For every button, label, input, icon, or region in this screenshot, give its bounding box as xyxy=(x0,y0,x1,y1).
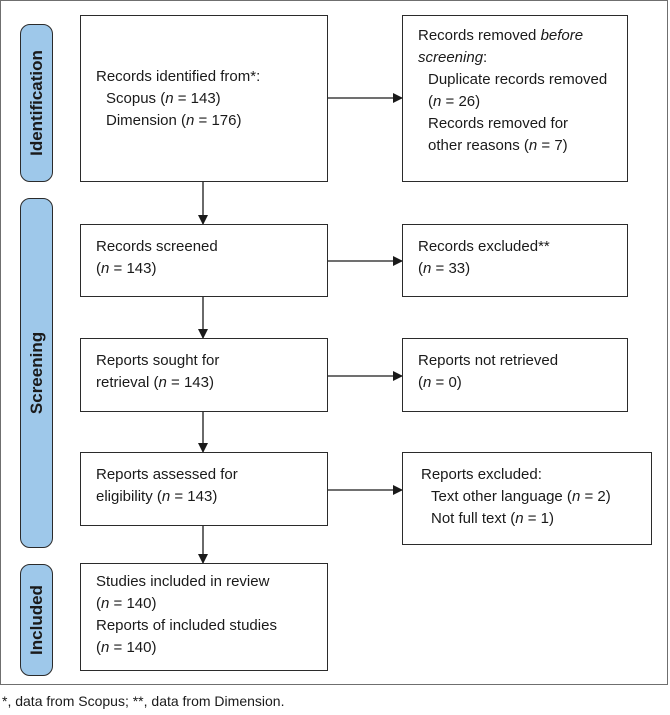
phase-identification-label: Identification xyxy=(26,50,46,156)
phase-identification: Identification xyxy=(20,24,53,182)
reports-excluded-box: Reports excluded: Text other language (n… xyxy=(402,452,652,545)
records-removed-title: Records removed before xyxy=(418,27,584,44)
records-removed-box: Records removed before screening: Duplic… xyxy=(402,15,628,182)
phase-included-label: Included xyxy=(26,585,46,655)
reports-not-retrieved-box: Reports not retrieved (n = 0) xyxy=(402,338,628,412)
records-identified-box: Records identified from*: Scopus (n = 14… xyxy=(80,15,328,182)
reports-sought-box: Reports sought for retrieval (n = 143) xyxy=(80,338,328,412)
reports-assessed-box: Reports assessed for eligibility (n = 14… xyxy=(80,452,328,526)
footnote: *, data from Scopus; **, data from Dimen… xyxy=(2,693,285,709)
duplicates-removed: Duplicate records removed xyxy=(428,71,608,88)
phase-screening-label: Screening xyxy=(26,331,46,415)
phase-included: Included xyxy=(20,564,53,676)
records-screened-box: Records screened (n = 143) xyxy=(80,224,328,297)
records-excluded-box: Records excluded** (n = 33) xyxy=(402,224,628,297)
records-identified-title: Records identified from*: xyxy=(96,68,261,85)
studies-included-box: Studies included in review (n = 140) Rep… xyxy=(80,563,328,671)
diagram-frame xyxy=(0,0,668,685)
phase-screening: Screening xyxy=(20,198,53,548)
